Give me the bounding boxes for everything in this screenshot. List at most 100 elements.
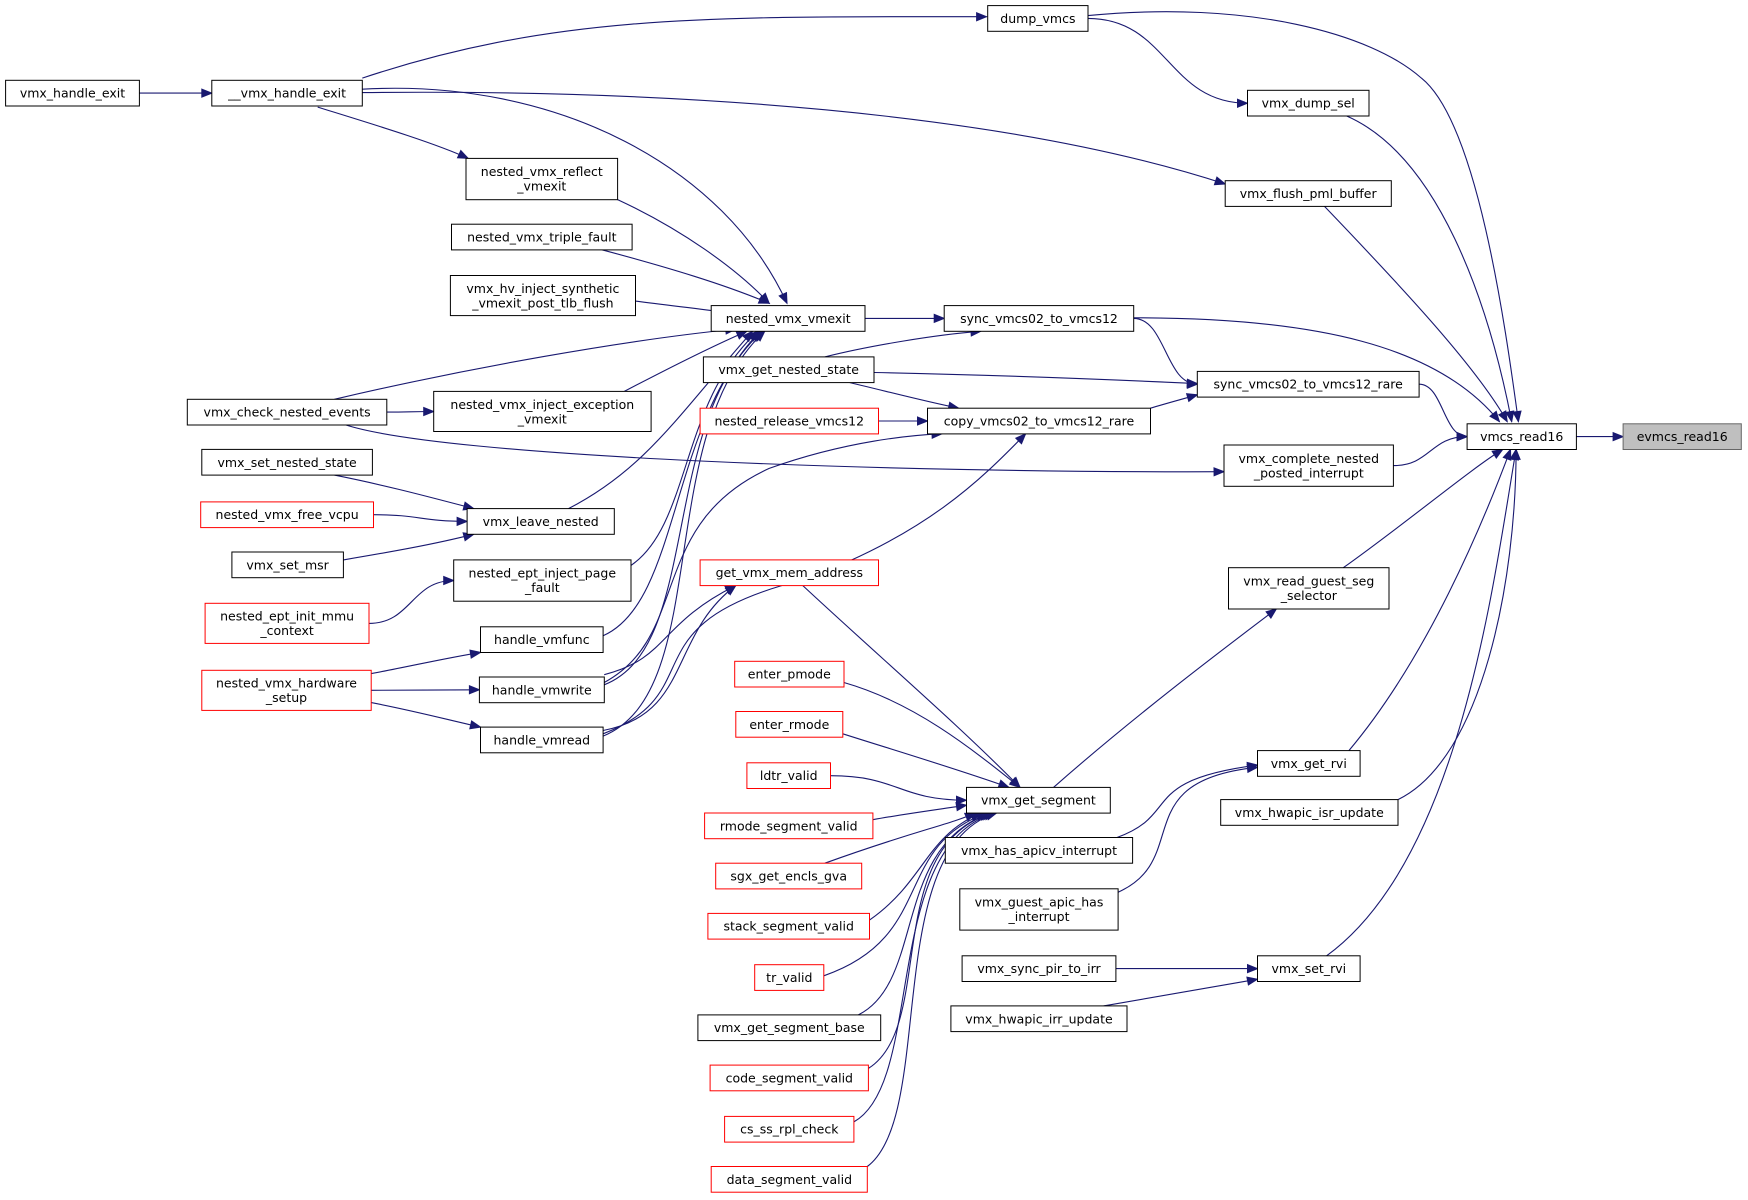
node-vmx-handle-exit[interactable]: vmx_handle_exit — [5, 79, 140, 107]
call-edge-nested_release_vmcs12-to-copy_vmcs02_to_vmcs12_rare — [878, 416, 929, 426]
node-vmx-read-guest-seg-selector[interactable]: vmx_read_guest_seg_selector — [1228, 567, 1390, 610]
node-box — [453, 559, 632, 602]
node-box — [466, 508, 615, 535]
node-label: vmx_get_rvi — [1271, 756, 1347, 771]
node-label: handle_vmfunc — [494, 632, 590, 647]
node-nested-vmx-hardware-setup[interactable]: nested_vmx_hardware_setup — [201, 669, 372, 711]
node-box — [944, 837, 1134, 864]
node-vmx-hv-inject-synthetic-vmexit-post-tlb-flush[interactable]: vmx_hv_inject_synthetic_vmexit_post_tlb_… — [449, 275, 636, 317]
node-ldtr-valid[interactable]: ldtr_valid — [746, 762, 832, 789]
edge-line — [617, 199, 770, 304]
arrowhead-icon — [469, 720, 482, 730]
node-box — [1257, 750, 1361, 777]
edge-line — [603, 433, 943, 683]
node-rmode-segment-valid[interactable]: rmode_segment_valid — [704, 812, 874, 840]
node-box — [987, 5, 1089, 32]
node-nested-vmx-vmexit[interactable]: nested_vmx_vmexit — [710, 305, 866, 332]
node-sync-vmcs02-to-vmcs12-rare[interactable]: sync_vmcs02_to_vmcs12_rare — [1196, 370, 1420, 398]
node-nested-release-vmcs12[interactable]: nested_release_vmcs12 — [699, 407, 879, 435]
node-vmx-set-msr[interactable]: vmx_set_msr — [231, 551, 344, 579]
node-label: enter_rmode — [749, 717, 829, 732]
node-vmx-hwapic-irr-update[interactable]: vmx_hwapic_irr_update — [950, 1005, 1128, 1033]
node-vmx-check-nested-events[interactable]: vmx_check_nested_events — [186, 398, 388, 426]
node-nested-ept-init-mmu-context[interactable]: nested_ept_init_mmu_context — [204, 602, 370, 644]
node-label: _fault — [524, 580, 560, 595]
call-edge-vmx_get_rvi-to-vmcs_read16 — [1348, 448, 1512, 751]
node-label: evmcs_read16 — [1637, 429, 1728, 444]
node-vmx-dump-sel[interactable]: vmx_dump_sel — [1247, 89, 1370, 117]
node-box — [1220, 799, 1399, 826]
node-vmx-flush-pml-buffer[interactable]: vmx_flush_pml_buffer — [1224, 180, 1392, 207]
node-handle-vmread[interactable]: handle_vmread — [480, 726, 604, 754]
node-handle-vmwrite[interactable]: handle_vmwrite — [478, 676, 605, 704]
edge-line — [1342, 448, 1503, 569]
node-box — [715, 862, 863, 890]
node-label: vmx_sync_pir_to_irr — [977, 961, 1101, 976]
node-enter-rmode[interactable]: enter_rmode — [735, 711, 844, 738]
node-label: nested_ept_inject_page — [469, 566, 617, 581]
node-dump-vmcs[interactable]: dump_vmcs — [987, 5, 1089, 32]
node-data-segment-valid[interactable]: data_segment_valid — [710, 1166, 868, 1193]
node-vmx-get-segment-base[interactable]: vmx_get_segment_base — [697, 1014, 882, 1042]
edge-line — [1393, 436, 1468, 467]
node-box — [465, 157, 619, 201]
node-handle-vmfunc[interactable]: handle_vmfunc — [480, 626, 604, 653]
arrowhead-icon — [997, 779, 1011, 789]
node-label: sync_vmcs02_to_vmcs12 — [960, 311, 1118, 326]
call-edge-vmx_get_nested_state-to-copy_vmcs02_to_vmcs12_rare — [849, 381, 961, 411]
node-box — [231, 551, 344, 579]
node-cs-ss-rpl-check[interactable]: cs_ss_rpl_check — [724, 1115, 855, 1143]
node-tr-valid[interactable]: tr_valid — [754, 964, 825, 991]
call-edge-vmx_handle_exit_inner-to-dump_vmcs — [362, 11, 988, 79]
edge-line — [1326, 449, 1517, 957]
node-vmx-complete-nested-posted-interrupt[interactable]: vmx_complete_nested_posted_interrupt — [1223, 444, 1394, 487]
node-vmx-set-rvi[interactable]: vmx_set_rvi — [1257, 955, 1361, 982]
edge-line — [1348, 449, 1512, 751]
node-nested-vmx-free-vcpu[interactable]: nested_vmx_free_vcpu — [200, 501, 374, 529]
node-vmx-leave-nested[interactable]: vmx_leave_nested — [466, 508, 615, 535]
node-label: vmx_hwapic_irr_update — [965, 1011, 1113, 1026]
node-box — [1196, 370, 1420, 398]
node-enter-pmode[interactable]: enter_pmode — [734, 660, 845, 688]
node-vmx-set-nested-state[interactable]: vmx_set_nested_state — [201, 448, 373, 476]
node-label: _vmexit_post_tlb_flush — [471, 295, 613, 310]
node-get-vmx-mem-address[interactable]: get_vmx_mem_address — [699, 559, 879, 587]
node-vmx-get-rvi[interactable]: vmx_get_rvi — [1257, 750, 1361, 777]
node-box — [211, 79, 363, 107]
node-label: cs_ss_rpl_check — [740, 1122, 839, 1137]
node-label: vmx_has_apicv_interrupt — [961, 843, 1117, 858]
node-label: vmx_leave_nested — [483, 514, 599, 529]
node-vmx-handle-exit-inner[interactable]: __vmx_handle_exit — [211, 79, 363, 107]
node-label: nested_vmx_inject_exception — [450, 397, 634, 412]
node-nested-vmx-reflect-vmexit[interactable]: nested_vmx_reflect_vmexit — [465, 157, 619, 201]
edge-line — [830, 775, 967, 801]
node-box — [204, 602, 370, 644]
node-vmx-has-apicv-interrupt[interactable]: vmx_has_apicv_interrupt — [944, 837, 1134, 864]
node-label: get_vmx_mem_address — [716, 565, 863, 580]
node-nested-vmx-triple-fault[interactable]: nested_vmx_triple_fault — [451, 223, 633, 251]
node-box — [201, 448, 373, 476]
node-stack-segment-valid[interactable]: stack_segment_valid — [707, 912, 871, 940]
node-code-segment-valid[interactable]: code_segment_valid — [709, 1064, 869, 1092]
node-label: code_segment_valid — [726, 1070, 853, 1085]
edge-line — [604, 585, 737, 676]
node-vmx-hwapic-isr-update[interactable]: vmx_hwapic_isr_update — [1220, 799, 1399, 826]
call-edge-nested_vmx_hardware_setup-to-handle_vmfunc — [371, 649, 482, 675]
node-box — [710, 305, 866, 332]
edge-line — [1103, 978, 1258, 1007]
node-sync-vmcs02-to-vmcs12[interactable]: sync_vmcs02_to_vmcs12 — [943, 305, 1135, 332]
node-label: copy_vmcs02_to_vmcs12_rare — [944, 414, 1135, 429]
node-box — [1223, 444, 1394, 487]
node-vmcs-read16[interactable]: vmcs_read16 — [1466, 423, 1577, 450]
node-nested-vmx-inject-exception-vmexit[interactable]: nested_vmx_inject_exception_vmexit — [433, 390, 652, 432]
node-vmx-get-nested-state[interactable]: vmx_get_nested_state — [702, 356, 875, 384]
node-vmx-get-segment[interactable]: vmx_get_segment — [966, 786, 1111, 814]
arrowhead-icon — [469, 649, 482, 659]
node-vmx-guest-apic-has-interrupt[interactable]: vmx_guest_apic_has_interrupt — [959, 888, 1119, 931]
node-sgx-get-encls-gva[interactable]: sgx_get_encls_gva — [715, 862, 863, 890]
node-label: vmx_set_rvi — [1272, 961, 1347, 976]
node-nested-ept-inject-page-fault[interactable]: nested_ept_inject_page_fault — [453, 559, 632, 602]
node-vmx-sync-pir-to-irr[interactable]: vmx_sync_pir_to_irr — [961, 955, 1117, 982]
node-copy-vmcs02-to-vmcs12-rare[interactable]: copy_vmcs02_to_vmcs12_rare — [927, 407, 1151, 435]
node-box — [480, 726, 604, 754]
